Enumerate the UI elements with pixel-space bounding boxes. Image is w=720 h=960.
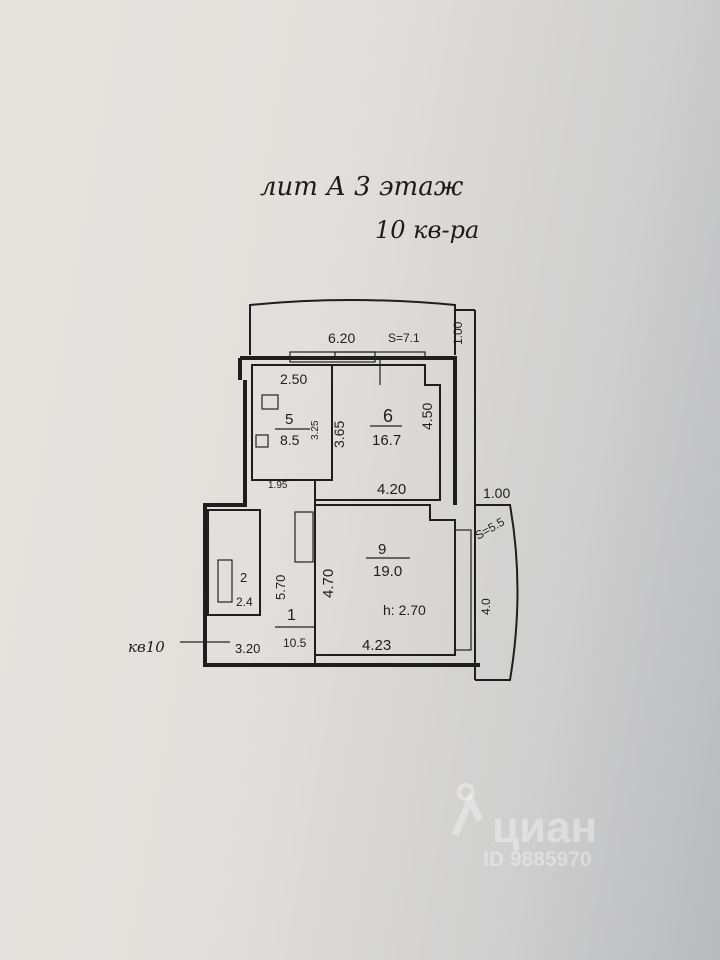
- window-top-2: [334, 351, 426, 359]
- room-9-area: 19.0: [373, 563, 402, 580]
- kitchen-width: 2.50: [280, 371, 307, 387]
- room6-len: 4.50: [419, 403, 435, 430]
- wc-room: [294, 511, 314, 563]
- room-6-number: 6: [383, 406, 393, 426]
- kitchen-len: 3.65: [331, 421, 347, 448]
- room-5-area: 8.5: [280, 432, 300, 448]
- balcony-right-area: S=5.5: [473, 514, 508, 542]
- room-2-area: 2.4: [236, 595, 253, 609]
- dim-top-width: 6.20: [328, 330, 355, 346]
- balcony-top: [249, 299, 456, 355]
- ceiling-height: h: 2.70: [383, 602, 426, 618]
- room-1-number: 1: [287, 607, 296, 624]
- header-line2: 10 кв-ра: [375, 216, 479, 244]
- outer-walls: [203, 356, 480, 667]
- room-1-area: 10.5: [283, 636, 307, 650]
- room6-width: 4.20: [377, 481, 406, 498]
- balcony-top-depth: 1.00: [451, 321, 465, 345]
- hall-len: 5.70: [273, 575, 288, 600]
- bathtub-icon: [217, 559, 233, 603]
- room-2-number: 2: [240, 570, 247, 585]
- cian-logo-dot: [457, 783, 475, 801]
- header-line1: лит А 3 этаж: [260, 172, 464, 202]
- window-right: [454, 529, 472, 651]
- room-9-number: 9: [378, 541, 386, 558]
- bathroom: [207, 509, 261, 616]
- room-5-number: 5: [285, 411, 293, 428]
- sink-icon: [255, 434, 269, 448]
- watermark-brand: циан: [492, 803, 597, 852]
- kitchen-len-inner: 3.25: [310, 420, 321, 440]
- room-6-area: 16.7: [372, 432, 401, 449]
- balcony-right-depth: 1.00: [483, 485, 510, 501]
- neighbor-apartment: кв10: [128, 638, 165, 656]
- balcony-right: [475, 504, 519, 681]
- room9-width: 4.23: [362, 637, 391, 654]
- cian-logo-icon: [451, 791, 484, 837]
- room-6: [315, 364, 441, 501]
- window-top: [289, 351, 376, 363]
- room9-len: 4.70: [320, 569, 337, 598]
- balcony-top-area: S=7.1: [388, 331, 420, 345]
- watermark-id: ID 9885970: [483, 848, 592, 871]
- balcony-right-len: 4.0: [479, 598, 493, 615]
- hall-width: 3.20: [235, 641, 260, 656]
- stove-icon: [261, 394, 279, 410]
- kitchen-room: [251, 364, 333, 481]
- watermark: циан ID 9885970: [451, 783, 597, 871]
- hall-small: 1.95: [268, 480, 288, 491]
